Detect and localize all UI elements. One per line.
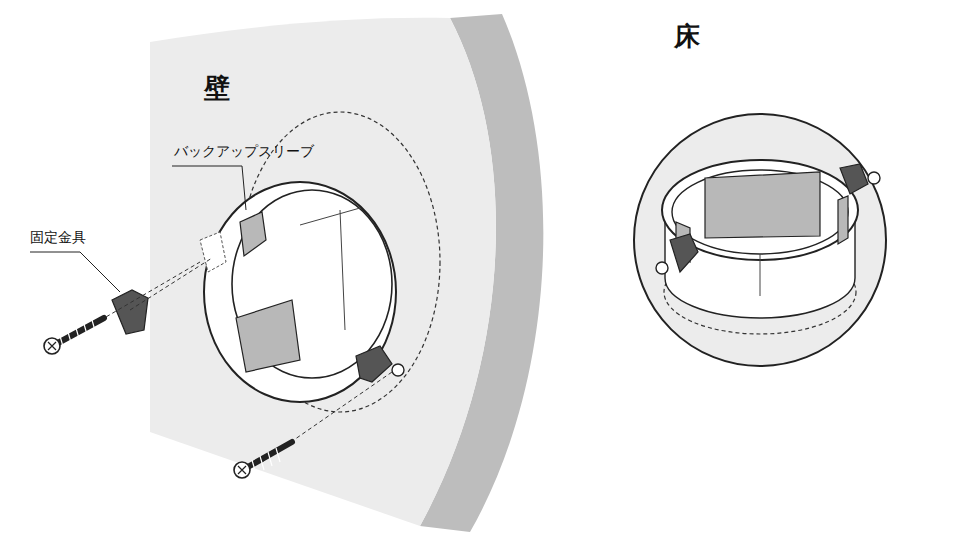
bracket-hole — [868, 172, 880, 184]
fixing-bracket — [670, 234, 698, 272]
fixing-bracket — [112, 290, 148, 334]
sleeve-window — [705, 172, 820, 238]
floor-view-circle — [634, 114, 886, 366]
sleeve-flange — [204, 182, 396, 402]
leader-line — [30, 252, 120, 292]
wall-heading: 壁 — [204, 74, 230, 103]
assembly-line — [70, 258, 392, 462]
sleeve-window — [240, 212, 266, 256]
bracket-ghost — [200, 232, 226, 272]
sleeve-inner-line — [300, 208, 360, 330]
part-label: 固定金具 — [30, 230, 86, 245]
sleeve-window — [676, 196, 848, 262]
floor-heading: 床 — [674, 22, 700, 51]
screw — [44, 318, 104, 354]
screw — [234, 442, 292, 478]
fixing-bracket — [356, 346, 392, 382]
bracket-hole — [392, 364, 404, 376]
sleeve-window — [236, 300, 300, 372]
leader-line — [172, 166, 246, 210]
sleeve-inner — [672, 170, 848, 254]
bracket-hole — [656, 262, 668, 274]
sleeve-inner-line — [760, 254, 761, 296]
wall-face — [150, 18, 496, 526]
sleeve-inner — [232, 190, 392, 378]
fixing-bracket — [840, 164, 868, 194]
part-label: バックアップスリーブ — [174, 144, 314, 159]
